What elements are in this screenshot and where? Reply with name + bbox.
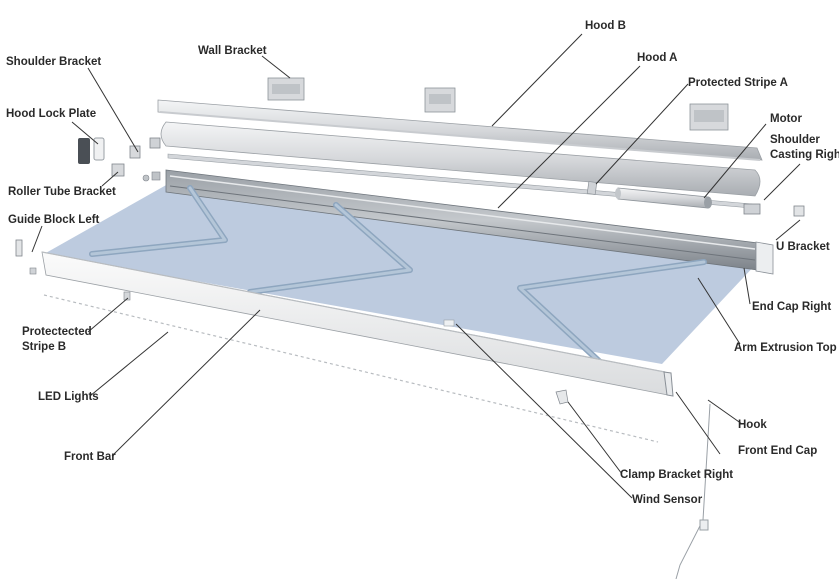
cassette-stripe <box>169 175 756 250</box>
hood-b <box>157 99 763 161</box>
label-hook: Hook <box>738 419 767 431</box>
label-led-lights: LED Lights <box>38 391 99 403</box>
clamp-bracket-right-part <box>555 389 569 405</box>
protected-stripe-b-part <box>123 291 131 301</box>
wall-bracket-1 <box>267 77 305 101</box>
label-shoulder-casting-right-2: Casting Right <box>770 149 839 161</box>
label-wind-sensor: Wind Sensor <box>632 494 703 506</box>
hood-a <box>160 121 761 197</box>
arms <box>89 185 707 365</box>
label-protected-stripe-b-2: Stripe B <box>22 341 67 353</box>
label-hood-a: Hood A <box>637 52 678 64</box>
front-bar-top-edge <box>41 251 666 373</box>
label-protected-stripe-a: Protected Stripe A <box>688 77 788 89</box>
label-motor: Motor <box>770 113 802 125</box>
u-bracket-part <box>793 205 805 217</box>
label-guide-block-left: Guide Block Left <box>8 214 100 226</box>
shoulder-casting-right-part <box>743 203 761 215</box>
hook-cable <box>675 403 711 579</box>
label-u-bracket: U Bracket <box>776 241 830 253</box>
wall-bracket-2 <box>424 87 456 113</box>
label-protected-stripe-b-1: Protectected <box>22 326 92 338</box>
label-front-end-cap: Front End Cap <box>738 445 818 457</box>
label-arm-extrusion-top: Arm Extrusion Top <box>734 342 837 354</box>
label-wall-bracket: Wall Bracket <box>198 45 267 57</box>
protected-stripe-a-part <box>586 181 598 195</box>
label-hood-lock-plate: Hood Lock Plate <box>6 108 97 120</box>
label-shoulder-casting-right-1: Shoulder <box>770 134 820 146</box>
cassette-stripe-2 <box>169 185 756 261</box>
end-cap-right <box>755 241 774 275</box>
label-end-cap-right: End Cap Right <box>752 301 832 313</box>
hood-lock-plate <box>78 137 105 164</box>
wall-bracket-3 <box>689 103 729 131</box>
label-hood-b: Hood B <box>585 20 626 32</box>
shoulder-bracket <box>129 137 161 159</box>
front-end-cap <box>663 371 674 397</box>
label-shoulder-bracket: Shoulder Bracket <box>6 56 102 68</box>
guide-block-left <box>15 239 37 275</box>
leader-lines <box>31 33 801 499</box>
roller-tube-bracket <box>111 163 161 182</box>
label-clamp-bracket-right: Clamp Bracket Right <box>620 469 734 481</box>
label-roller-tube-bracket: Roller Tube Bracket <box>8 186 116 198</box>
hood-b-edge <box>159 111 761 161</box>
motor <box>615 187 712 209</box>
wind-sensor-part <box>443 319 455 327</box>
label-front-bar: Front Bar <box>64 451 116 463</box>
